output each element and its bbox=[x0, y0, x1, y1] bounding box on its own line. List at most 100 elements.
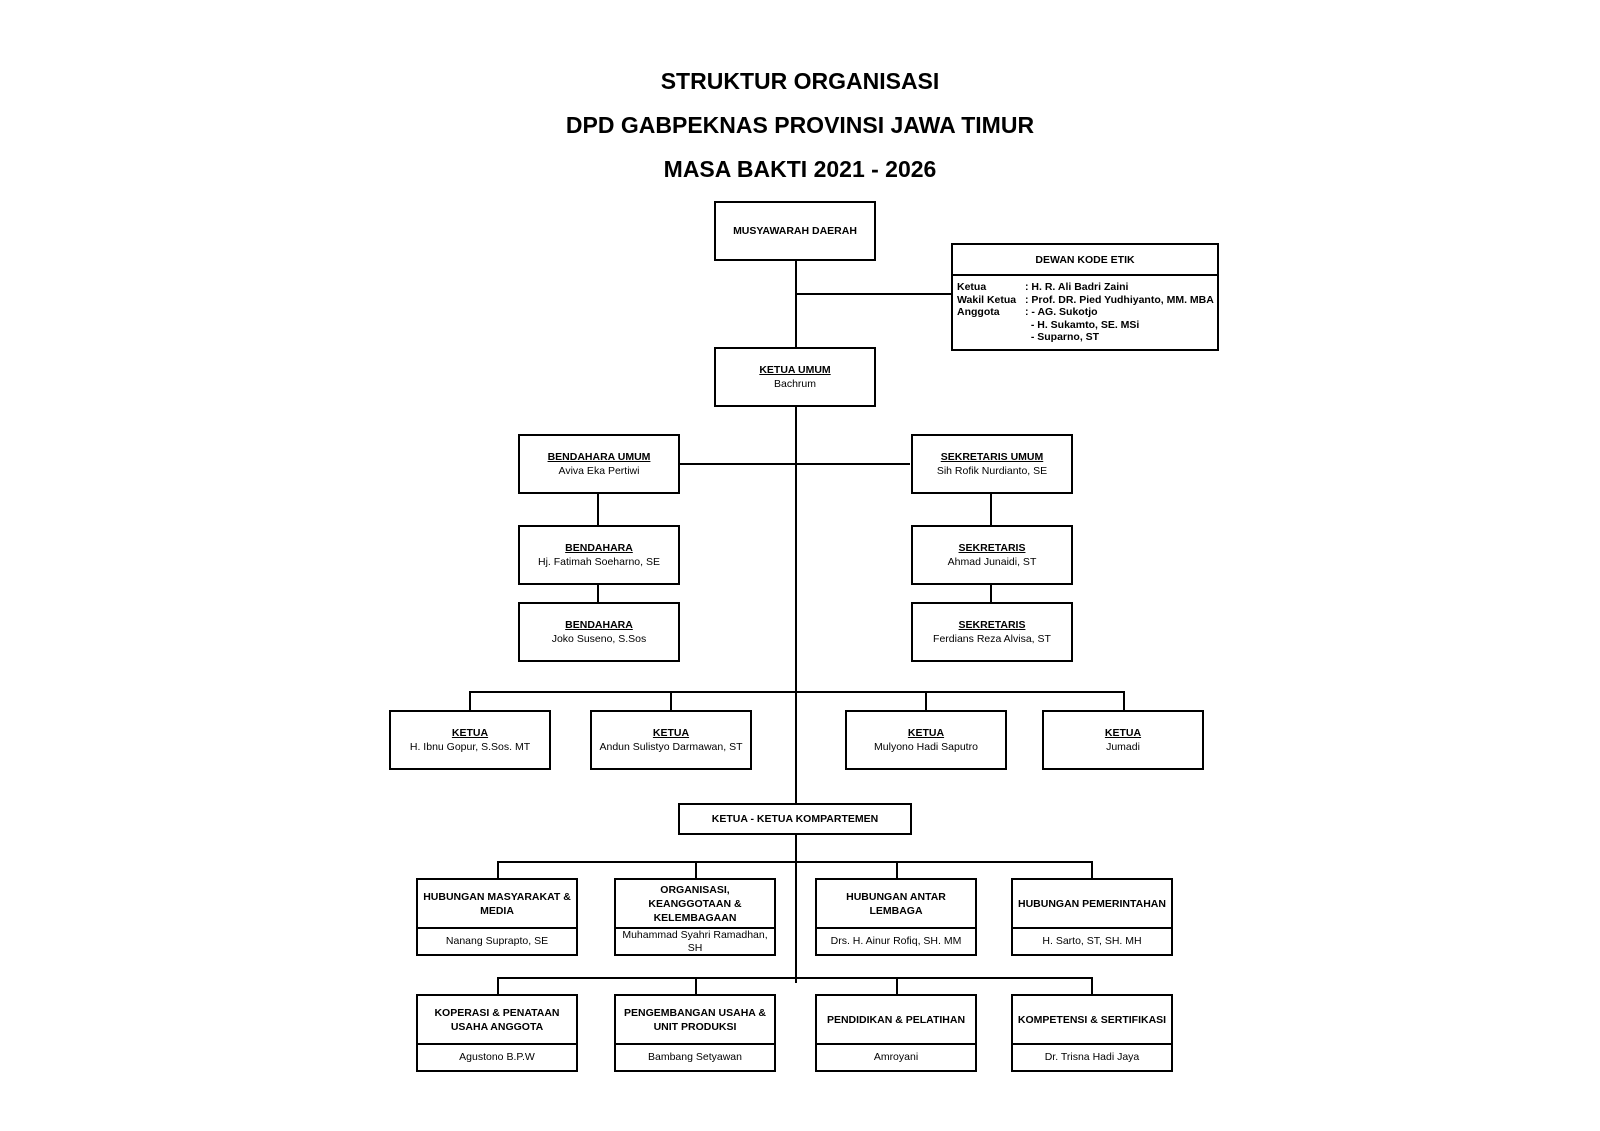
ethics-row-value: - Suparno, ST bbox=[1025, 331, 1100, 344]
kompartemen-title: KOPERASI & PENATAAN USAHA ANGGOTA bbox=[418, 996, 576, 1045]
ethics-row-value: - H. Sukamto, SE. MSi bbox=[1025, 318, 1140, 331]
ethics-row-label: Ketua bbox=[957, 281, 987, 293]
kompartemen-box: PENGEMBANGAN USAHA & UNIT PRODUKSI Bamba… bbox=[614, 994, 776, 1072]
ketua-name: H. Ibnu Gopur, S.Sos. MT bbox=[409, 741, 531, 753]
ketua-drop-line-1 bbox=[469, 691, 471, 711]
ketua-drop-line-3 bbox=[925, 691, 927, 711]
kompartemen-name: H. Sarto, ST, SH. MH bbox=[1042, 935, 1142, 947]
kompartemen-name: Nanang Suprapto, SE bbox=[445, 935, 549, 947]
sekretaris-umum-name: Sih Rofik Nurdianto, SE bbox=[936, 465, 1048, 477]
musyawarah-daerah-label: MUSYAWARAH DAERAH bbox=[733, 225, 857, 237]
ketua-box: KETUA Jumadi bbox=[1042, 710, 1204, 770]
finance-vertical-line-1 bbox=[597, 493, 599, 526]
ethics-connector-line bbox=[796, 293, 951, 295]
kompartemen-box: HUBUNGAN MASYARAKAT & MEDIA Nanang Supra… bbox=[416, 878, 578, 956]
finance-vertical-line-2 bbox=[597, 584, 599, 602]
kompartemen-box: PENDIDIKAN & PELATIHAN Amroyani bbox=[815, 994, 977, 1072]
bendahara-box: BENDAHARA Joko Suseno, S.Sos bbox=[518, 602, 680, 662]
sekretaris-box: SEKRETARIS Ahmad Junaidi, ST bbox=[911, 525, 1073, 585]
kompartemen-name: Drs. H. Ainur Rofiq, SH. MM bbox=[830, 935, 962, 947]
kompartemen-box: KOPERASI & PENATAAN USAHA ANGGOTA Agusto… bbox=[416, 994, 578, 1072]
ethics-row-value: : Prof. DR. Pied Yudhiyanto, MM. MBA bbox=[1025, 293, 1214, 306]
kompartemen-name: Dr. Trisna Hadi Jaya bbox=[1044, 1051, 1140, 1063]
ketua-drop-line-4 bbox=[1123, 691, 1125, 711]
ketua-umum-box: KETUA UMUM Bachrum bbox=[714, 347, 876, 407]
ethics-row: Anggota : - AG. Sukotjo bbox=[957, 306, 1217, 319]
sekretaris-role: SEKRETARIS bbox=[958, 619, 1026, 631]
ketua-box: KETUA Mulyono Hadi Saputro bbox=[845, 710, 1007, 770]
ketua-role: KETUA bbox=[907, 727, 945, 739]
ethics-row: Wakil Ketua : Prof. DR. Pied Yudhiyanto, … bbox=[957, 294, 1217, 307]
kompartemen-title: PENDIDIKAN & PELATIHAN bbox=[817, 996, 975, 1045]
sekretaris-box: SEKRETARIS Ferdians Reza Alvisa, ST bbox=[911, 602, 1073, 662]
kompartemen-title: ORGANISASI, KEANGGOTAAN & KELEMBAGAAN bbox=[616, 880, 774, 929]
ethics-row-label bbox=[957, 319, 1025, 332]
ketua-role: KETUA bbox=[451, 727, 489, 739]
finance-secretary-connector-line bbox=[679, 463, 910, 465]
kompartemen-header-label: KETUA - KETUA KOMPARTEMEN bbox=[711, 813, 879, 825]
sekretaris-umum-role: SEKRETARIS UMUM bbox=[940, 451, 1044, 463]
sekretaris-name: Ahmad Junaidi, ST bbox=[947, 556, 1037, 568]
kompartemen-title: HUBUNGAN MASYARAKAT & MEDIA bbox=[418, 880, 576, 929]
ethics-row-label: Wakil Ketua bbox=[957, 293, 1017, 306]
kompartemen-header-box: KETUA - KETUA KOMPARTEMEN bbox=[678, 803, 912, 835]
kompartemen-name: Bambang Setyawan bbox=[648, 1051, 742, 1063]
ketua-name: Jumadi bbox=[1106, 741, 1140, 753]
komp-row2-drop-line-4 bbox=[1091, 977, 1093, 996]
ketua-umum-role: KETUA UMUM bbox=[759, 364, 831, 376]
bendahara-umum-role: BENDAHARA UMUM bbox=[547, 451, 651, 463]
ethics-row-label: Anggota bbox=[957, 306, 1000, 319]
ethics-row-value: : - AG. Sukotjo bbox=[1025, 306, 1098, 319]
komp-row1-drop-line-1 bbox=[497, 861, 499, 880]
bendahara-umum-name: Aviva Eka Pertiwi bbox=[558, 465, 640, 477]
ketua-row-horizontal-line bbox=[469, 691, 1125, 693]
dewan-kode-etik-members: Ketua : H. R. Ali Badri Zaini Wakil Ketua… bbox=[953, 276, 1217, 344]
komp-row1-drop-line-2 bbox=[695, 861, 697, 880]
secretary-vertical-line-2 bbox=[990, 584, 992, 602]
ketua-umum-name: Bachrum bbox=[773, 378, 816, 390]
dewan-kode-etik-box: DEWAN KODE ETIK Ketua : H. R. Ali Badri Z… bbox=[951, 243, 1219, 351]
ethics-row: - H. Sukamto, SE. MSi bbox=[957, 319, 1217, 332]
secretary-vertical-line-1 bbox=[990, 493, 992, 526]
komp-row2-drop-line-2 bbox=[695, 977, 697, 996]
kompartemen-box: KOMPETENSI & SERTIFIKASI Dr. Trisna Hadi… bbox=[1011, 994, 1173, 1072]
kompartemen-name: Agustono B.P.W bbox=[459, 1051, 535, 1063]
ketua-box: KETUA H. Ibnu Gopur, S.Sos. MT bbox=[389, 710, 551, 770]
kompartemen-box: HUBUNGAN ANTAR LEMBAGA Drs. H. Ainur Rof… bbox=[815, 878, 977, 956]
bendahara-role: BENDAHARA bbox=[565, 542, 633, 554]
ethics-row: - Suparno, ST bbox=[957, 331, 1217, 344]
komp-row2-drop-line-1 bbox=[497, 977, 499, 996]
main-trunk-line bbox=[795, 258, 797, 983]
ethics-row-label bbox=[957, 331, 1025, 344]
komp-row1-drop-line-3 bbox=[896, 861, 898, 880]
kompartemen-box: HUBUNGAN PEMERINTAHAN H. Sarto, ST, SH. … bbox=[1011, 878, 1173, 956]
ketua-role: KETUA bbox=[1104, 727, 1142, 739]
ketua-name: Andun Sulistyo Darmawan, ST bbox=[599, 741, 743, 753]
sekretaris-name: Ferdians Reza Alvisa, ST bbox=[933, 633, 1051, 645]
kompartemen-title: PENGEMBANGAN USAHA & UNIT PRODUKSI bbox=[616, 996, 774, 1045]
komp-row1-drop-line-4 bbox=[1091, 861, 1093, 880]
sekretaris-umum-box: SEKRETARIS UMUM Sih Rofik Nurdianto, SE bbox=[911, 434, 1073, 494]
bendahara-name: Hj. Fatimah Soeharno, SE bbox=[538, 556, 660, 568]
kompartemen-title: KOMPETENSI & SERTIFIKASI bbox=[1013, 996, 1171, 1045]
kompartemen-title: HUBUNGAN PEMERINTAHAN bbox=[1013, 880, 1171, 929]
bendahara-box: BENDAHARA Hj. Fatimah Soeharno, SE bbox=[518, 525, 680, 585]
kompartemen-name: Muhammad Syahri Ramadhan, SH bbox=[622, 928, 768, 954]
kompartemen-name: Amroyani bbox=[873, 1051, 919, 1063]
dewan-kode-etik-title: DEWAN KODE ETIK bbox=[953, 245, 1217, 276]
bendahara-role: BENDAHARA bbox=[565, 619, 633, 631]
komp-row2-horizontal-line bbox=[497, 977, 1093, 979]
kompartemen-title: HUBUNGAN ANTAR LEMBAGA bbox=[817, 880, 975, 929]
komp-row1-horizontal-line bbox=[497, 861, 1093, 863]
ketua-role: KETUA bbox=[652, 727, 690, 739]
chart-title: STRUKTUR ORGANISASI bbox=[660, 68, 940, 94]
bendahara-name: Joko Suseno, S.Sos bbox=[551, 633, 647, 645]
ketua-drop-line-2 bbox=[670, 691, 672, 711]
ethics-row-value: : H. R. Ali Badri Zaini bbox=[1025, 281, 1129, 293]
komp-row2-drop-line-3 bbox=[896, 977, 898, 996]
sekretaris-role: SEKRETARIS bbox=[958, 542, 1026, 554]
ethics-row: Ketua : H. R. Ali Badri Zaini bbox=[957, 281, 1217, 294]
kompartemen-box: ORGANISASI, KEANGGOTAAN & KELEMBAGAAN Mu… bbox=[614, 878, 776, 956]
period-title: MASA BAKTI 2021 - 2026 bbox=[663, 156, 937, 182]
organization-name: DPD GABPEKNAS PROVINSI JAWA TIMUR bbox=[565, 112, 1035, 138]
